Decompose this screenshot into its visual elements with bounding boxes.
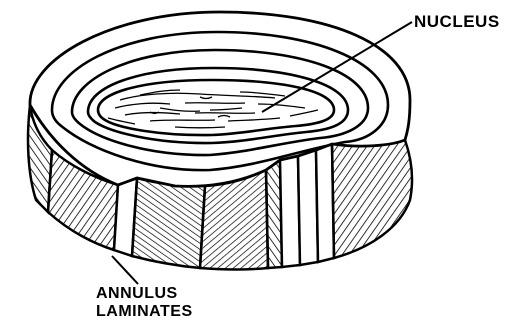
annulus-label-line1: ANNULUS (96, 286, 193, 302)
annulus-leader-line (112, 256, 138, 284)
nucleus-label: NUCLEUS (414, 13, 500, 30)
nucleus (98, 80, 334, 135)
annulus-label-line2: LAMINATES (96, 304, 193, 320)
annulus-laminates-label: ANNULUS LAMINATES (96, 286, 193, 322)
